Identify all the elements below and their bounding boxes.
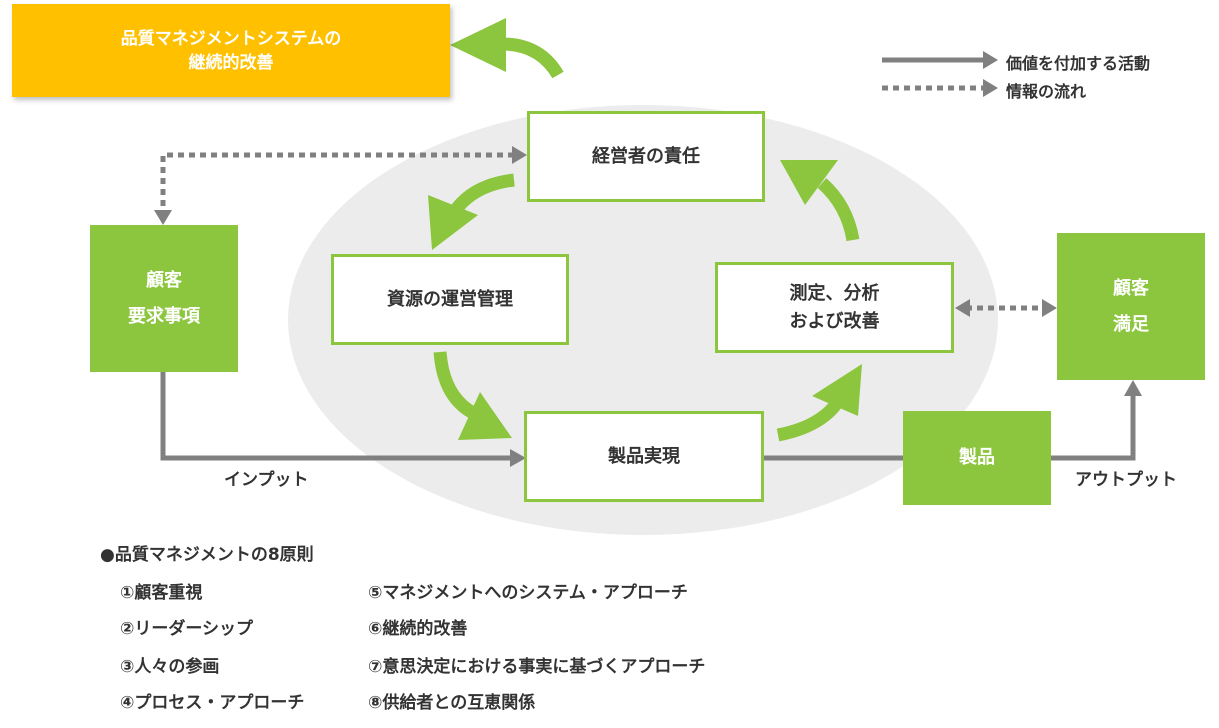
customer-satisfaction-box: 顧客 満足 [1057, 233, 1205, 380]
cycle-arrowhead-measure [812, 364, 862, 416]
legend-solid-label: 価値を付加する活動 [1006, 54, 1151, 73]
arrowhead-customer-req [154, 210, 172, 225]
cycle-arrowhead-mgmt [780, 160, 838, 205]
resource-management-label: 資源の運営管理 [387, 288, 513, 310]
customer-requirements-line2: 要求事項 [128, 305, 200, 327]
legend-dotted-label: 情報の流れ [1006, 82, 1087, 101]
product-realization-box: 製品実現 [524, 411, 764, 502]
product-realization-label: 製品実現 [608, 445, 680, 467]
customer-requirements-box: 顧客 要求事項 [90, 225, 238, 372]
principle-item: ④プロセス・アプローチ [120, 693, 305, 713]
management-responsibility-box: 経営者の責任 [527, 111, 765, 202]
arrowhead-measure [955, 299, 970, 317]
cycle-arrowhead-resource [428, 195, 478, 250]
measurement-box: 測定、分析 および改善 [715, 262, 954, 353]
cycle-arrowhead-realization [458, 392, 512, 440]
principle-item: ①顧客重視 [120, 583, 203, 603]
output-label: アウトプット [1075, 470, 1177, 490]
cycle-arrow-to-banner [501, 37, 564, 79]
output-flow-line [1050, 392, 1136, 461]
cycle-arrow-measure-to-mgmt [817, 178, 860, 242]
product-box: 製品 [903, 411, 1051, 505]
input-flow-line [160, 372, 512, 461]
cycle-arrowhead-banner [450, 18, 506, 72]
arrowhead-satisfaction [1042, 299, 1057, 317]
principle-item: ⑦意思決定における事実に基づくアプローチ [368, 657, 706, 677]
info-flow-mgmt-customer [160, 152, 514, 212]
legend-dotted-arrowhead [983, 79, 998, 97]
measurement-label-line1: 測定、分析 [789, 282, 880, 304]
input-label: インプット [224, 470, 309, 490]
customer-satisfaction-line2: 満足 [1113, 313, 1149, 335]
legend-solid-arrowhead [983, 51, 998, 69]
management-responsibility-label: 経営者の責任 [592, 145, 700, 167]
banner-line2: 継続的改善 [188, 52, 274, 73]
principles-heading: ●品質マネジメントの8原則 [100, 545, 314, 565]
principle-item: ⑧供給者との互恵関係 [368, 693, 536, 713]
banner-line1: 品質マネジメントシステムの [120, 28, 342, 49]
arrowhead-output [1124, 380, 1142, 396]
product-label: 製品 [959, 447, 995, 468]
resource-management-box: 資源の運営管理 [331, 254, 569, 345]
principle-item: ⑤マネジメントへのシステム・アプローチ [368, 583, 688, 603]
customer-satisfaction-line1: 顧客 [1113, 277, 1149, 299]
principle-item: ⑥継続的改善 [368, 619, 468, 639]
principle-item: ③人々の参画 [120, 657, 220, 677]
arrowhead-mgmt [512, 146, 527, 164]
measurement-label-line2: および改善 [789, 310, 880, 332]
arrowhead-input [510, 449, 526, 467]
continual-improvement-banner: 品質マネジメントシステムの 継続的改善 [12, 4, 450, 97]
customer-requirements-line1: 顧客 [146, 269, 182, 291]
principle-item: ②リーダーシップ [120, 619, 254, 639]
